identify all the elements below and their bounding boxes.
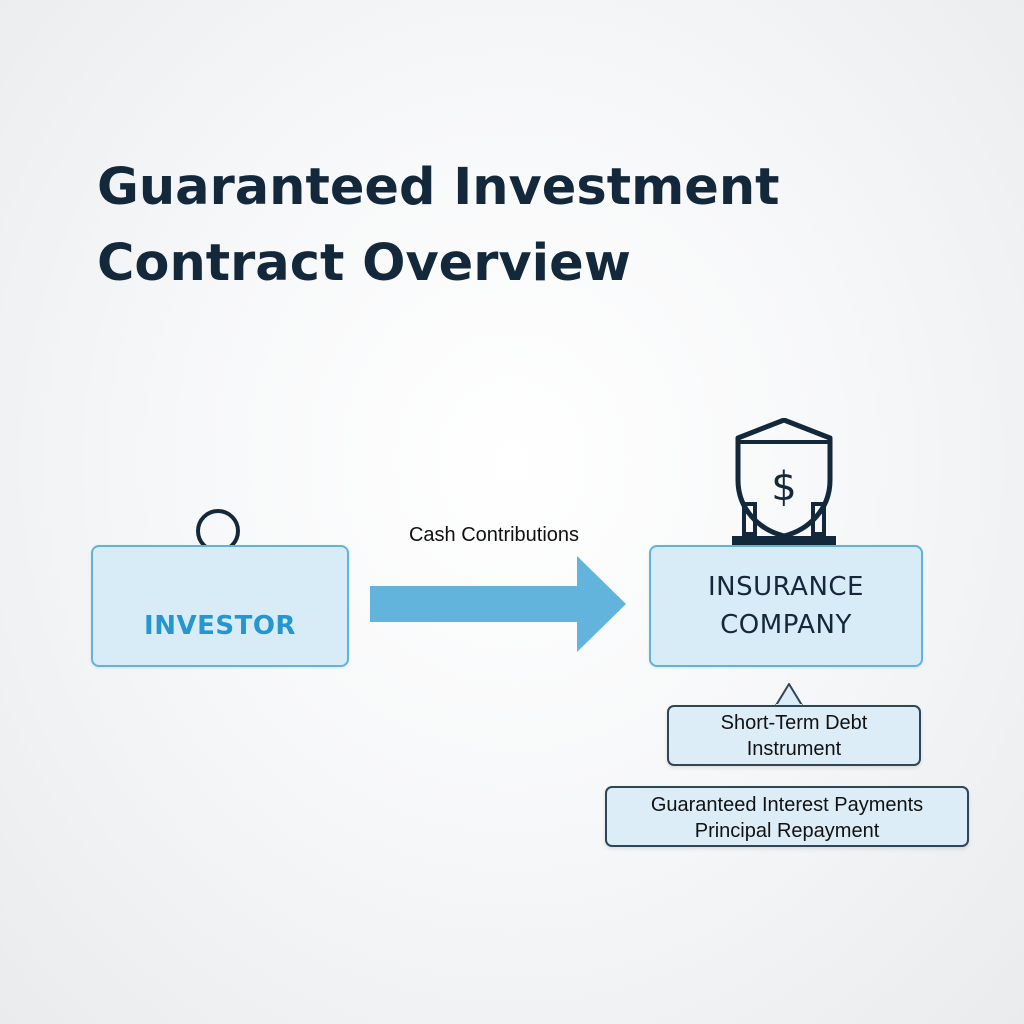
insurance-company-node: INSURANCE COMPANY: [649, 545, 923, 667]
investor-node: INVESTOR: [91, 545, 349, 667]
insurance-company-label: INSURANCE COMPANY: [708, 568, 864, 644]
title-line-2: Contract Overview: [97, 234, 631, 293]
debt-instrument-callout: Short-Term Debt Instrument: [667, 705, 921, 766]
returns-callout-line-1: Guaranteed Interest Payments: [650, 794, 924, 816]
title-line-1: Guaranteed Investment: [97, 158, 780, 217]
shield-dollar-icon: $: [732, 418, 836, 545]
insurance-company-line-1: INSURANCE: [708, 572, 864, 602]
returns-callout-line-2: Principal Repayment: [694, 820, 880, 842]
svg-text:$: $: [771, 464, 796, 510]
insurance-company-line-2: COMPANY: [720, 610, 852, 640]
cash-flow-arrow: [370, 556, 626, 652]
returns-callout: Guaranteed Interest Payments Principal R…: [605, 786, 969, 847]
page-title: Guaranteed Investment Contract Overview: [97, 150, 780, 302]
investor-label: INVESTOR: [144, 611, 296, 641]
cash-contributions-label: Cash Contributions: [408, 524, 580, 546]
debt-callout-line-1: Short-Term Debt: [720, 712, 868, 734]
debt-callout-line-2: Instrument: [746, 738, 842, 760]
